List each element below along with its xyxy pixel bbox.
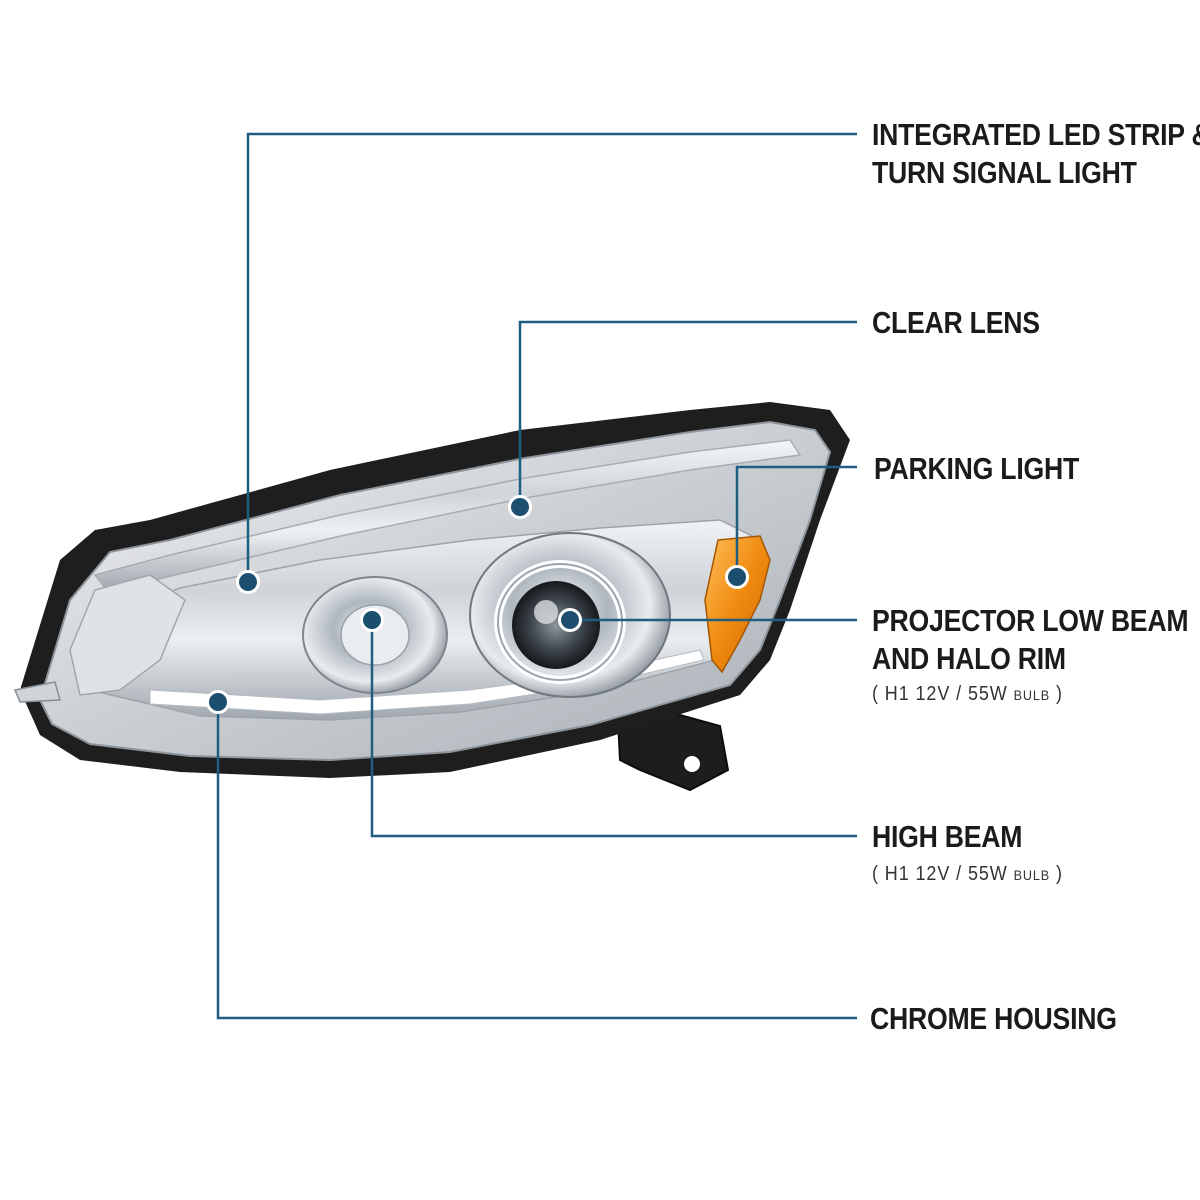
marker-dot-led-strip xyxy=(236,570,260,594)
marker-dot-clear-lens xyxy=(508,495,532,519)
led-strip-bar xyxy=(93,439,802,593)
callout-high-beam: HIGH BEAM xyxy=(872,819,1023,854)
leader-line-high-beam xyxy=(370,620,857,838)
callout-led-strip-line1: INTEGRATED LED STRIP & xyxy=(872,117,1200,152)
callout-led-strip-line2: TURN SIGNAL LIGHT xyxy=(872,155,1137,190)
callout-projector-low-beam-spec: ( H1 12V / 55W BULB ) xyxy=(872,683,1063,705)
marker-dot-high-beam xyxy=(360,608,384,632)
headlight-illustration xyxy=(13,402,850,792)
leader-line-chrome-housing xyxy=(216,702,857,1020)
leader-lines xyxy=(216,132,857,1020)
callout-clear-lens: CLEAR LENS xyxy=(872,305,1040,340)
marker-dots xyxy=(206,495,749,714)
high-beam-reflector xyxy=(302,576,448,694)
marker-dot-parking-light xyxy=(725,565,749,589)
callout-high-beam-spec: ( H1 12V / 55W BULB ) xyxy=(872,863,1063,885)
callout-projector-low-beam-line2: AND HALO RIM xyxy=(872,641,1066,676)
callout-parking-light: PARKING LIGHT xyxy=(874,451,1079,486)
corner-reflector xyxy=(69,574,186,696)
callout-chrome-housing: CHROME HOUSING xyxy=(870,1001,1117,1036)
callout-projector-low-beam-line1: PROJECTOR LOW BEAM xyxy=(872,603,1189,638)
leader-line-parking-light xyxy=(735,465,857,577)
leader-line-led-strip xyxy=(246,132,857,582)
marker-dot-projector-low-beam xyxy=(558,608,582,632)
marker-dot-chrome-housing xyxy=(206,690,230,714)
leader-line-clear-lens xyxy=(518,320,857,507)
